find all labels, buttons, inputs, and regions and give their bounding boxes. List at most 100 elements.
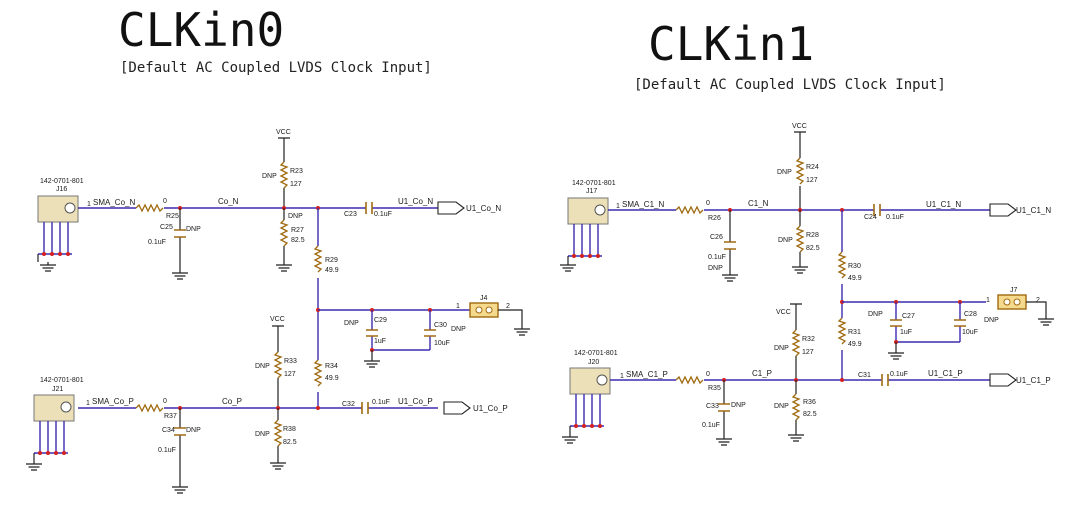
resistor-r31	[837, 317, 847, 345]
c23-value: 0.1uF	[374, 211, 392, 218]
r28-ref: R28	[806, 232, 819, 239]
capacitor-c32	[361, 402, 369, 414]
j4-pin1: 1	[456, 303, 460, 310]
c30-ref: C30	[434, 322, 447, 329]
r28-value: 82.5	[806, 245, 820, 252]
clkin0-title: CLKin0	[118, 3, 284, 57]
r24-dnp: DNP	[777, 169, 792, 176]
r27-dnp: DNP	[288, 213, 303, 220]
r27-ref: R27	[291, 227, 304, 234]
net-c1-n: C1_N	[748, 199, 769, 208]
r32-dnp: DNP	[774, 345, 789, 352]
capacitor-c26	[724, 241, 736, 250]
port-arrow-u1-co-p	[443, 401, 471, 415]
c30-dnp: DNP	[451, 326, 466, 333]
r35-value: 0	[706, 371, 710, 378]
c25-ref: C25	[160, 224, 173, 231]
c34-dnp: DNP	[186, 427, 201, 434]
r38-value: 82.5	[283, 439, 297, 446]
vcc-top-label: VCC	[276, 129, 291, 136]
j4-pin2: 2	[506, 303, 510, 310]
j7-pin1: 1	[986, 297, 990, 304]
clkin1-subtitle: [Default AC Coupled LVDS Clock Input]	[634, 77, 946, 93]
capacitor-c34	[174, 427, 186, 436]
r38-dnp: DNP	[255, 431, 270, 438]
port-arrow-u1-co-n	[437, 201, 465, 215]
r26-ref: R26	[708, 215, 721, 222]
r25-ref: R25	[166, 213, 179, 220]
resistor-r23	[279, 161, 289, 189]
net-sma-co-n: SMA_Co_N	[93, 198, 135, 207]
r32-value: 127	[802, 349, 814, 356]
clkin1-title: CLKin1	[648, 17, 814, 71]
c29-ref: C29	[374, 317, 387, 324]
port-u1-c1-p: U1_C1_P	[1016, 376, 1051, 385]
resistor-r38	[273, 419, 283, 447]
resistor-r34	[313, 359, 323, 387]
net-co-p: Co_P	[222, 397, 242, 406]
j20-pin: 1	[620, 373, 624, 380]
capacitor-c24	[873, 204, 881, 216]
r30-value: 49.9	[848, 275, 862, 282]
resistor-r32	[791, 329, 801, 357]
j21-pin: 1	[86, 400, 90, 407]
net-sma-co-p: SMA_Co_P	[92, 397, 134, 406]
resistor-r37	[135, 403, 164, 413]
resistor-r35	[675, 375, 704, 385]
c33-ref: C33	[706, 403, 719, 410]
sma-connector-j20	[561, 367, 611, 444]
c24-ref: C24	[864, 214, 877, 221]
r37-ref: R37	[164, 413, 177, 420]
c26-value: 0.1uF	[708, 254, 726, 261]
c29-dnp: DNP	[344, 320, 359, 327]
j21-ref: J21	[52, 386, 63, 393]
port-u1-co-p: U1_Co_P	[473, 404, 508, 413]
capacitor-c29	[366, 329, 378, 337]
resistor-r30	[837, 251, 847, 279]
c25-value: 0.1uF	[148, 239, 166, 246]
resistor-r24	[795, 157, 805, 185]
j17-ref: J17	[586, 188, 597, 195]
c28-dnp: DNP	[984, 317, 999, 324]
r33-dnp: DNP	[255, 363, 270, 370]
j4-ref: J4	[480, 295, 488, 302]
resistor-r27	[279, 219, 289, 247]
c27-value: 1uF	[900, 329, 912, 336]
port-u1-co-n: U1_Co_N	[466, 204, 501, 213]
r28-dnp: DNP	[778, 237, 793, 244]
port-arrow-u1-c1-n	[989, 203, 1017, 217]
c32-ref: C32	[342, 401, 355, 408]
capacitor-c25	[174, 229, 186, 238]
j16-part-number: 142-0701-801	[40, 178, 84, 185]
vcc-top-label-clk1: VCC	[792, 123, 807, 130]
r35-ref: R35	[708, 385, 721, 392]
r36-ref: R36	[803, 399, 816, 406]
r34-value: 49.9	[325, 375, 339, 382]
r31-ref: R31	[848, 329, 861, 336]
j21-part-number: 142-0701-801	[40, 377, 84, 384]
port-u1-c1-n: U1_C1_N	[1016, 206, 1051, 215]
r37-value: 0	[163, 398, 167, 405]
jumper-j7[interactable]: 1 J7 2	[986, 287, 1040, 310]
c27-ref: C27	[902, 313, 915, 320]
jumper-j4[interactable]: 1 J4 2	[456, 295, 510, 318]
j16-ref: J16	[56, 186, 67, 193]
r31-value: 49.9	[848, 341, 862, 348]
r30-ref: R30	[848, 263, 861, 270]
j17-pin: 1	[616, 203, 620, 210]
net-c1-p: C1_P	[752, 369, 772, 378]
sma-connector-j21	[25, 394, 75, 471]
r26-value: 0	[706, 200, 710, 207]
capacitor-c31	[881, 374, 889, 386]
capacitor-c23	[365, 202, 373, 214]
resistor-r28	[795, 225, 805, 253]
j20-ref: J20	[588, 359, 599, 366]
r34-ref: R34	[325, 363, 338, 370]
r36-dnp: DNP	[774, 403, 789, 410]
j17-part-number: 142-0701-801	[572, 180, 616, 187]
r32-ref: R32	[802, 336, 815, 343]
c30-value: 10uF	[434, 340, 450, 347]
capacitor-c28	[954, 319, 966, 327]
net-co-n: Co_N	[218, 197, 239, 206]
